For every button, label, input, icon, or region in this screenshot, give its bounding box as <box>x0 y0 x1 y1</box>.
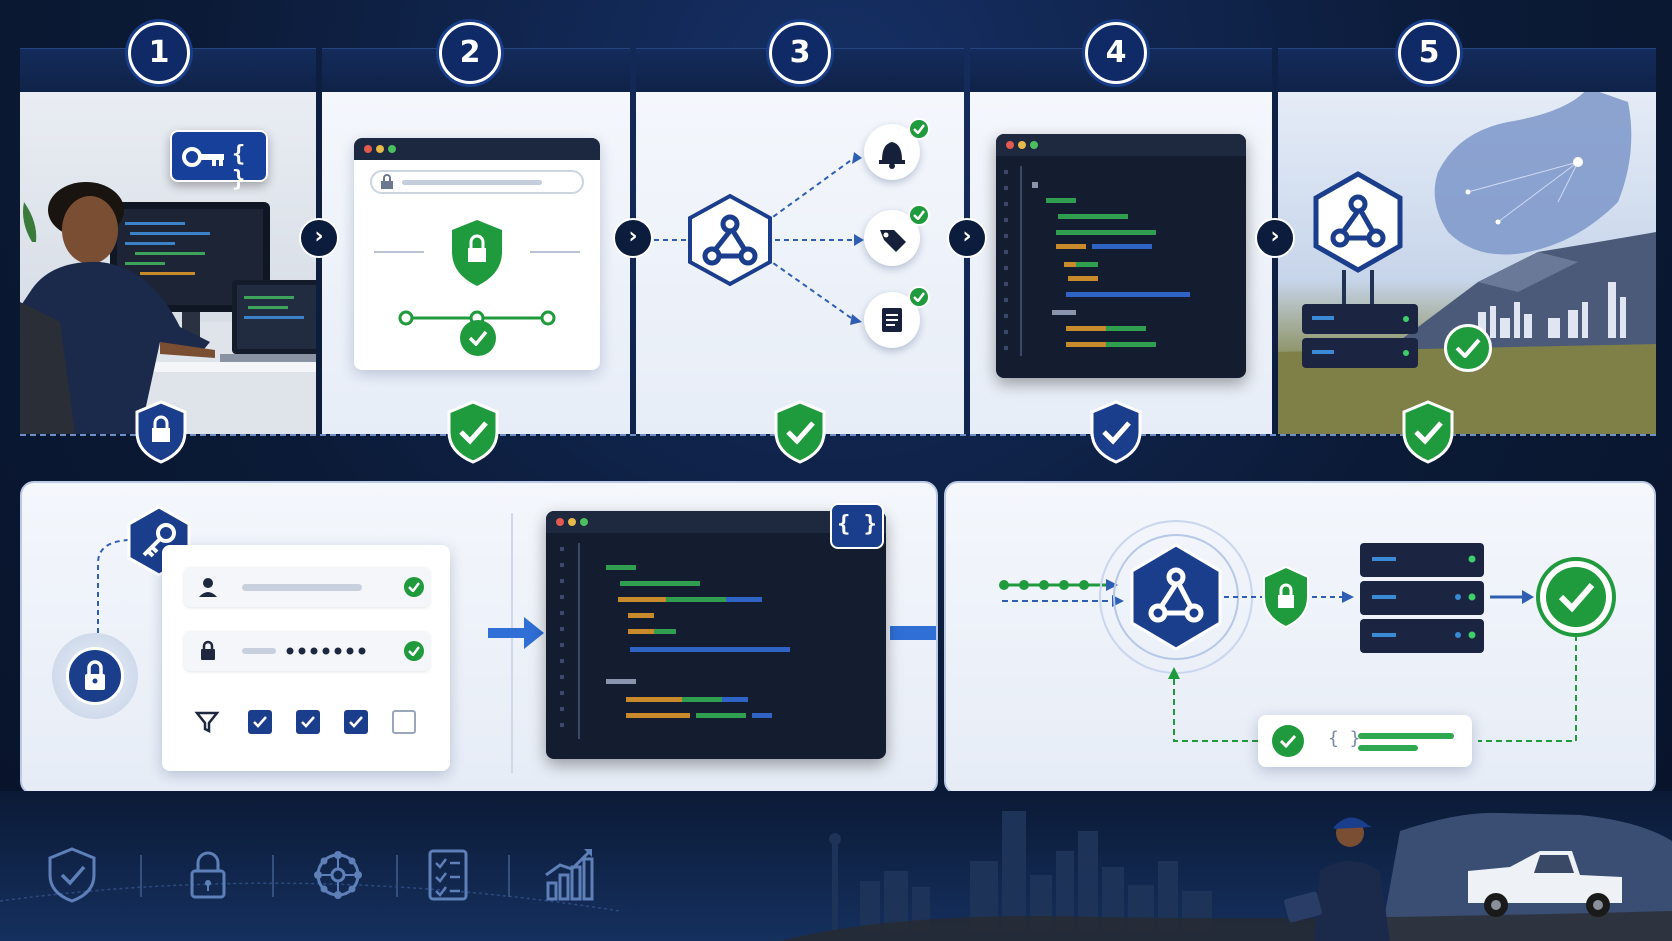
step-panel-1: { } <box>20 92 316 434</box>
next-step-chevron-1: › <box>299 218 339 258</box>
auth-and-payload-panel: { } <box>20 481 938 795</box>
shield-check-icon <box>48 847 96 903</box>
step-panel-3 <box>636 92 964 434</box>
password-masked-dots <box>242 647 366 655</box>
step-panel-4 <box>970 92 1272 434</box>
footer-separator <box>508 855 510 897</box>
success-check-icon <box>460 320 496 356</box>
lock-orb <box>52 633 138 719</box>
footer-separator <box>272 855 274 897</box>
payload-code-window <box>546 511 886 759</box>
response-line-1 <box>1358 733 1454 739</box>
step-number-1: 1 <box>128 22 190 84</box>
delivery-pipeline-panel: { } <box>944 481 1656 795</box>
user-icon <box>199 578 217 597</box>
password-valid-check-icon <box>404 641 424 661</box>
footer-separator <box>140 855 142 897</box>
timeline-dashed-line <box>20 434 1656 436</box>
username-valid-check-icon <box>404 577 424 597</box>
api-key-braces: { } <box>232 142 246 192</box>
step-panel-2 <box>322 92 630 434</box>
window-dot-yellow <box>376 145 384 153</box>
document-check-icon <box>908 286 930 308</box>
tag-icon <box>880 230 906 252</box>
auth-connectors <box>97 513 936 773</box>
bar-chart-icon <box>545 849 594 901</box>
code-editor-titlebar <box>996 134 1246 156</box>
secure-browser-window <box>354 138 600 370</box>
address-lock-icon <box>381 174 393 189</box>
scope-checkbox-3[interactable] <box>344 710 368 734</box>
password-field[interactable] <box>184 631 430 671</box>
bell-icon <box>879 142 905 169</box>
window-dot-red <box>364 145 372 153</box>
check-shield-icon <box>447 400 499 464</box>
window-dot-red <box>1006 141 1014 149</box>
json-badge: { } <box>830 503 884 549</box>
footer-scenery <box>0 791 1672 941</box>
step-number-3: 3 <box>769 22 831 84</box>
payload-json-lines <box>560 543 790 739</box>
payload-code-titlebar <box>546 511 886 533</box>
blue-check-shield-icon <box>1090 400 1142 464</box>
document-icon <box>882 308 902 332</box>
api-key-badge: { } <box>170 130 268 192</box>
webhook-fanout-graphic <box>636 152 864 325</box>
check-shield-icon <box>1402 400 1454 464</box>
step-tab-5 <box>1278 48 1656 92</box>
code-editor-window <box>996 134 1246 378</box>
json-code-lines <box>1004 166 1190 356</box>
developer-scene-illustration <box>20 182 316 434</box>
response-success-check-icon <box>1272 725 1304 757</box>
next-step-chevron-2: › <box>613 218 653 258</box>
username-field[interactable] <box>184 567 430 607</box>
scope-checkbox-4[interactable] <box>392 710 416 734</box>
window-dot-yellow <box>568 518 576 526</box>
padlock-icon <box>66 647 124 705</box>
step-number-4: 4 <box>1085 22 1147 84</box>
scope-checkbox-2[interactable] <box>296 710 320 734</box>
next-step-chevron-4: › <box>1255 218 1295 258</box>
window-dot-green <box>1030 141 1038 149</box>
scope-checkbox-1[interactable] <box>248 710 272 734</box>
regional-deployment-illustration <box>1278 92 1656 434</box>
padlock-icon <box>190 851 226 899</box>
delivery-flow-graphic <box>999 520 1616 742</box>
lock-icon <box>201 640 215 660</box>
checklist-icon <box>428 849 468 901</box>
window-dot-red <box>556 518 564 526</box>
auth-form-card <box>162 545 450 771</box>
url-placeholder-bar <box>402 180 542 185</box>
window-dot-green <box>388 145 396 153</box>
response-card: { } <box>1258 715 1472 767</box>
browser-titlebar <box>354 138 600 160</box>
step-number-2: 2 <box>439 22 501 84</box>
address-bar <box>370 170 584 194</box>
deployment-success-check-icon <box>1444 324 1492 372</box>
lock-shield-icon <box>135 400 187 464</box>
secure-connection-graphic <box>374 220 580 326</box>
filter-icon <box>194 711 220 734</box>
check-shield-icon <box>774 400 826 464</box>
tag-check-icon <box>908 204 930 226</box>
window-dot-green <box>580 518 588 526</box>
next-step-chevron-3: › <box>947 218 987 258</box>
window-dot-yellow <box>1018 141 1026 149</box>
network-icon <box>314 851 362 899</box>
footer-separator <box>396 855 398 897</box>
key-icon <box>182 147 224 167</box>
step-number-5: 5 <box>1398 22 1460 84</box>
notification-check-icon <box>908 118 930 140</box>
response-line-2 <box>1358 745 1418 751</box>
username-placeholder-bar <box>242 584 362 591</box>
step-panel-5 <box>1278 92 1656 434</box>
response-json-braces: { } <box>1328 728 1361 749</box>
